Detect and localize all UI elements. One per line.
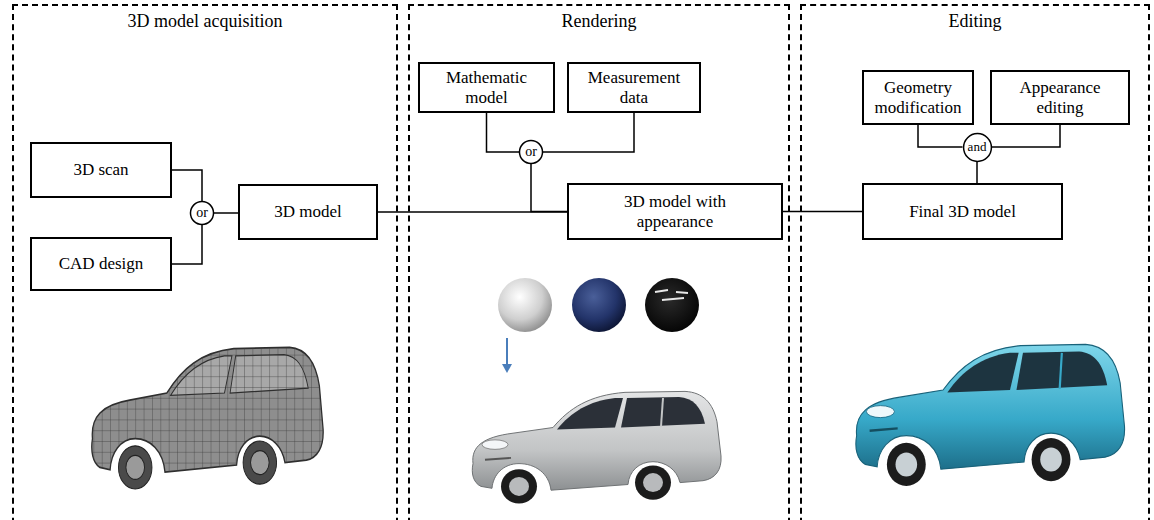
- process-box: 3D model with appearance: [567, 183, 783, 240]
- box-label: Geometry modification: [872, 78, 964, 117]
- process-box: Geometry modification: [862, 70, 974, 125]
- box-label: 3D scan: [73, 160, 128, 180]
- process-box: Appearance editing: [990, 70, 1130, 125]
- connector-line: [172, 170, 202, 201]
- operator-label: or: [196, 205, 208, 221]
- process-box: CAD design: [30, 237, 172, 291]
- connector-line: [214, 212, 238, 214]
- connector-line: [531, 164, 567, 212]
- process-box: 3D model: [238, 184, 378, 240]
- process-box: Mathematic model: [418, 62, 555, 113]
- box-label: Appearance editing: [1005, 78, 1115, 117]
- connector-line: [992, 125, 1061, 147]
- dashed-panel: 3D model acquisition 3D scanCAD design or 3…: [12, 4, 398, 520]
- box-label: Measurement data: [579, 68, 689, 107]
- rendered-car: [472, 391, 721, 503]
- connector-line: [487, 113, 520, 152]
- box-label: Mathematic model: [432, 68, 542, 107]
- connector-line: [783, 211, 862, 213]
- connector-line: [918, 125, 963, 147]
- operator-label: or: [525, 144, 537, 160]
- process-box: 3D scan: [30, 142, 172, 198]
- operator-circle: or: [190, 201, 214, 225]
- connector-line: [543, 113, 634, 152]
- operator-circle: and: [963, 133, 992, 162]
- dashed-panel: EditingGeometry modification Appearance e…: [800, 4, 1150, 520]
- process-box: Final 3D model: [862, 183, 1063, 240]
- box-label: CAD design: [59, 254, 144, 274]
- operator-label: and: [968, 140, 987, 155]
- panel-heading: 3D model acquisition: [14, 11, 396, 32]
- box-label: 3D model with appearance: [600, 192, 750, 231]
- wireframe-car: [92, 347, 323, 489]
- edited-car: [856, 344, 1125, 486]
- panel-heading: Editing: [802, 11, 1148, 32]
- box-label: 3D model: [274, 202, 342, 222]
- panel-heading: Rendering: [410, 11, 788, 32]
- process-box: Measurement data: [567, 62, 701, 113]
- connector-line: [172, 225, 202, 264]
- connector-line: [976, 162, 978, 184]
- operator-circle: or: [519, 140, 543, 164]
- material-spheres: [498, 278, 699, 332]
- material-arrow: [502, 338, 512, 373]
- dashed-panel: RenderingMathematic model Measurement dat…: [408, 4, 790, 520]
- box-label: Final 3D model: [909, 202, 1016, 222]
